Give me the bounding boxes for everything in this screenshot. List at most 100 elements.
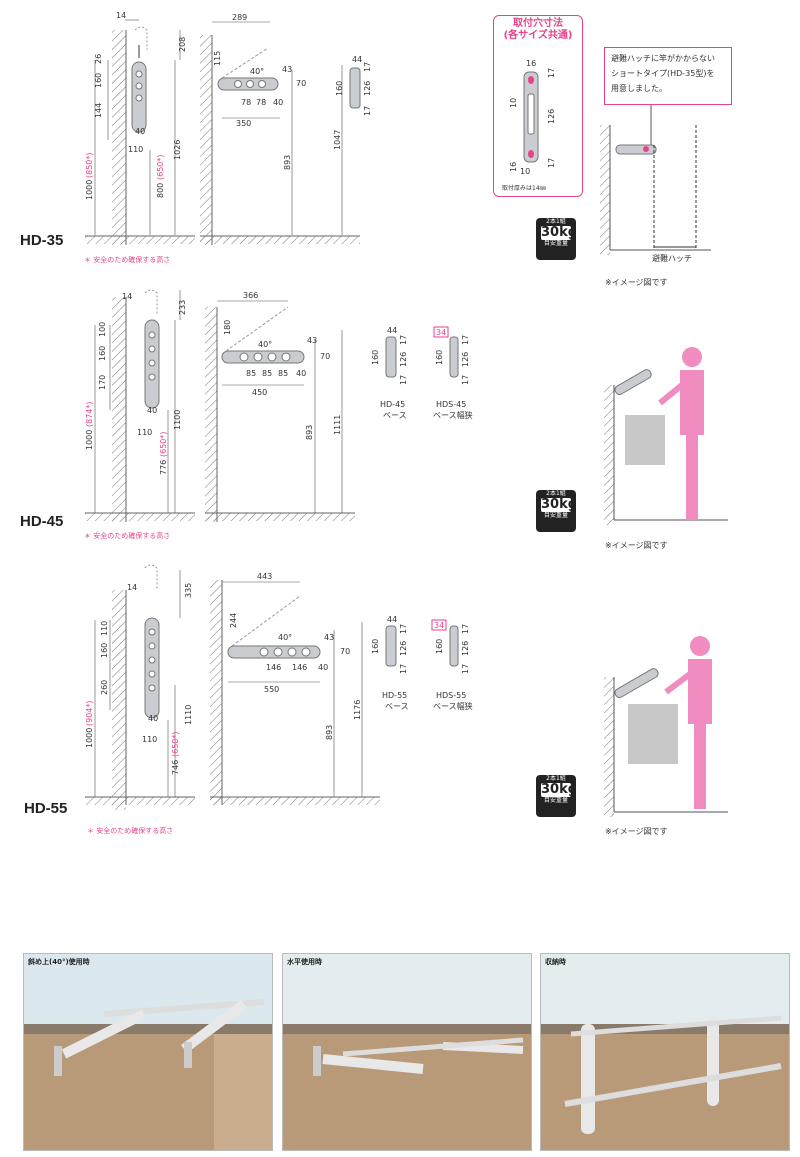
badge-top: 2本1組 [546, 218, 566, 225]
dim-100: 100 [98, 322, 107, 337]
safety-note-hd35: ＊ 安全のため確保する高さ [84, 256, 171, 264]
dim-17a: 17 [399, 624, 408, 634]
callout-title-1: 取付穴寸法 [513, 18, 563, 29]
dim-160: 160 [98, 346, 107, 361]
dim-1111: 1111 [333, 415, 342, 435]
hd45-base-sub: ベース [383, 411, 407, 420]
dim-110: 110 [100, 621, 109, 636]
dim-115: 115 [213, 51, 222, 66]
dim-44: 44 [387, 615, 397, 624]
dim-17c: 17 [461, 624, 470, 634]
dim-26: 26 [94, 54, 103, 64]
dim-776: 776 [159, 460, 168, 475]
dim-144: 144 [94, 103, 103, 118]
photo-horizontal-use: 水平使用時 [282, 953, 532, 1151]
dim-110b: 110 [142, 735, 157, 744]
dim-289: 289 [232, 13, 247, 22]
person-illustration-2 [604, 636, 728, 817]
wall-hatch [112, 30, 126, 245]
dim-40b: 40 [318, 663, 328, 672]
dim-78a: 78 [241, 98, 251, 107]
thickness-note: 取付厚みは14㎜ [502, 184, 546, 192]
photo-diagonal-use: 斜め上(40°)使用時 [23, 953, 273, 1151]
photo-stored-scene [541, 954, 789, 1150]
dim-17c: 17 [461, 335, 470, 345]
hd55-base-label: HD-55 [382, 691, 407, 700]
dim-126b: 126 [461, 641, 470, 656]
angle-40: 40° [250, 67, 264, 76]
hatch-illustration [600, 105, 711, 255]
badge-weight: 30kg [541, 782, 578, 797]
dim-85b: 85 [262, 369, 272, 378]
dim-43: 43 [282, 65, 292, 74]
dim-17b: 17 [363, 106, 372, 116]
person-illustration-1 [604, 347, 728, 525]
dim-208: 208 [178, 37, 187, 52]
dim-650: (650*) [159, 431, 168, 457]
dim-160c: 160 [435, 639, 444, 654]
hds55-base-label: HDS-55 [436, 691, 466, 700]
dim-160: 160 [100, 643, 109, 658]
dim-800: 800 [156, 183, 165, 198]
dim-443: 443 [257, 572, 272, 581]
weight-badge-2: 2本1組 30kg 目安重量 [536, 490, 578, 532]
dim-450: 450 [252, 388, 267, 397]
hole-dim-17a: 17 [547, 68, 556, 78]
hole-dim-126: 126 [547, 109, 556, 124]
dim-126: 126 [399, 352, 408, 367]
dim-1100: 1100 [173, 410, 182, 430]
dim-70: 70 [340, 647, 350, 656]
safety-note-hd45: ＊ 安全のため確保する高さ [84, 532, 171, 540]
memo-line-2: ショートタイプ(HD-35型)を [611, 69, 715, 78]
dim-1000: 1000 [85, 728, 94, 748]
badge-weight: 30kg [541, 225, 578, 240]
model-name-hd55: HD-55 [24, 800, 68, 817]
dim-44: 44 [387, 326, 397, 335]
safety-note-hd55: ＊ 安全のため確保する高さ [87, 827, 174, 835]
hds55-base-sub: ベース幅狭 [433, 701, 473, 711]
dim-160: 160 [94, 73, 103, 88]
dim-126: 126 [363, 81, 372, 96]
weight-badge-3: 2本1組 30kg 目安重量 [536, 775, 578, 817]
photo-label-stored: 収納時 [545, 958, 566, 966]
dim-70: 70 [320, 352, 330, 361]
badge-bottom: 目安重量 [543, 512, 568, 519]
photo-label-diagonal: 斜め上(40°)使用時 [28, 958, 90, 966]
hole-dim-10b: 10 [520, 167, 530, 176]
dim-1047: 1047 [333, 130, 342, 150]
dim-244: 244 [229, 613, 238, 628]
dim-650: (650*) [171, 731, 180, 757]
photo-horizontal-scene [283, 954, 531, 1150]
dim-160c: 160 [435, 350, 444, 365]
hd35-diagram: 14 208 26 160 144 40 110 1000 (850*) 800… [85, 11, 372, 245]
dim-17d: 17 [461, 375, 470, 385]
dim-893: 893 [325, 725, 334, 740]
dim-70: 70 [296, 79, 306, 88]
dim-85c: 85 [278, 369, 288, 378]
angle-40: 40° [258, 340, 272, 349]
dim-17a: 17 [399, 335, 408, 345]
dim-650: (650*) [156, 154, 165, 180]
hd55-base-sub: ベース [385, 702, 409, 711]
dim-110: 110 [128, 145, 143, 154]
dim-17b: 17 [399, 664, 408, 674]
weight-badge-1: 2本1組 30kg 目安重量 [536, 218, 578, 260]
badge-weight: 30kg [541, 497, 578, 512]
dim-550: 550 [264, 685, 279, 694]
dim-170: 170 [98, 375, 107, 390]
dim-43: 43 [307, 336, 317, 345]
dim-40b: 40 [273, 98, 283, 107]
dim-180: 180 [223, 320, 232, 335]
model-name-hd45: HD-45 [20, 513, 64, 530]
dim-1110: 1110 [184, 705, 193, 725]
hd45-diagram: 14 233 100 160 170 40 110 1000 (874*) 77… [85, 289, 473, 522]
image-note-hd55: ※イメージ図です [605, 827, 668, 836]
dim-14: 14 [122, 292, 132, 301]
dim-1000: 1000 [85, 180, 94, 200]
dim-78b: 78 [256, 98, 266, 107]
hatch-label: 避難ハッチ [652, 254, 692, 263]
image-note-hd35: ※イメージ図です [605, 278, 668, 287]
photo-diagonal-scene [24, 954, 272, 1150]
hole-dim-16: 16 [526, 59, 536, 68]
dim-85a: 85 [246, 369, 256, 378]
